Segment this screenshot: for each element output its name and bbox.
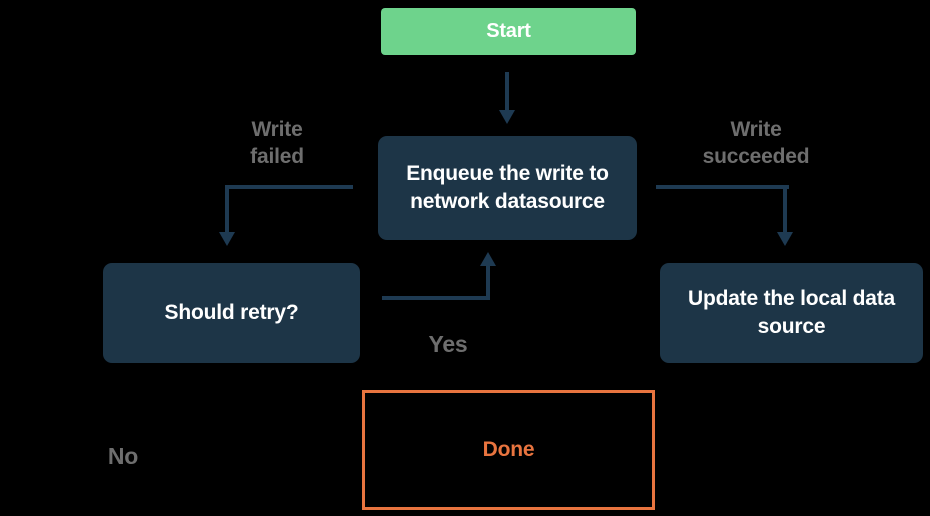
done-node: Done	[362, 390, 655, 510]
update-local-node: Update the local data source	[660, 263, 923, 363]
arrow-write-succeeded-hline	[656, 185, 789, 189]
write-failed-label: Write failed	[250, 118, 304, 168]
arrow-write-failed-vline	[225, 185, 229, 232]
done-node-label: Done	[482, 438, 535, 461]
arrow-yes-hline	[382, 296, 490, 300]
no-label: No	[107, 443, 139, 469]
arrow-write-succeeded-head-icon	[777, 232, 793, 246]
start-node: Start	[381, 8, 636, 55]
enqueue-node-label: Enqueue the write to network datasource	[406, 162, 609, 213]
arrow-yes-head-icon	[480, 252, 496, 266]
arrow-write-failed-head-icon	[219, 232, 235, 246]
arrow-yes-vline	[486, 266, 490, 300]
arrow-write-succeeded-vline	[783, 185, 787, 232]
arrow-start-to-enqueue-head-icon	[499, 110, 515, 124]
start-node-label: Start	[486, 20, 531, 42]
write-succeeded-label: Write succeeded	[702, 118, 810, 168]
should-retry-node: Should retry?	[103, 263, 360, 363]
arrow-start-to-enqueue-line	[505, 72, 509, 110]
enqueue-node: Enqueue the write to network datasource	[378, 136, 637, 240]
yes-label: Yes	[428, 331, 468, 357]
should-retry-node-label: Should retry?	[164, 301, 299, 324]
update-local-node-label: Update the local data source	[687, 287, 895, 338]
arrow-write-failed-hline	[225, 185, 353, 189]
